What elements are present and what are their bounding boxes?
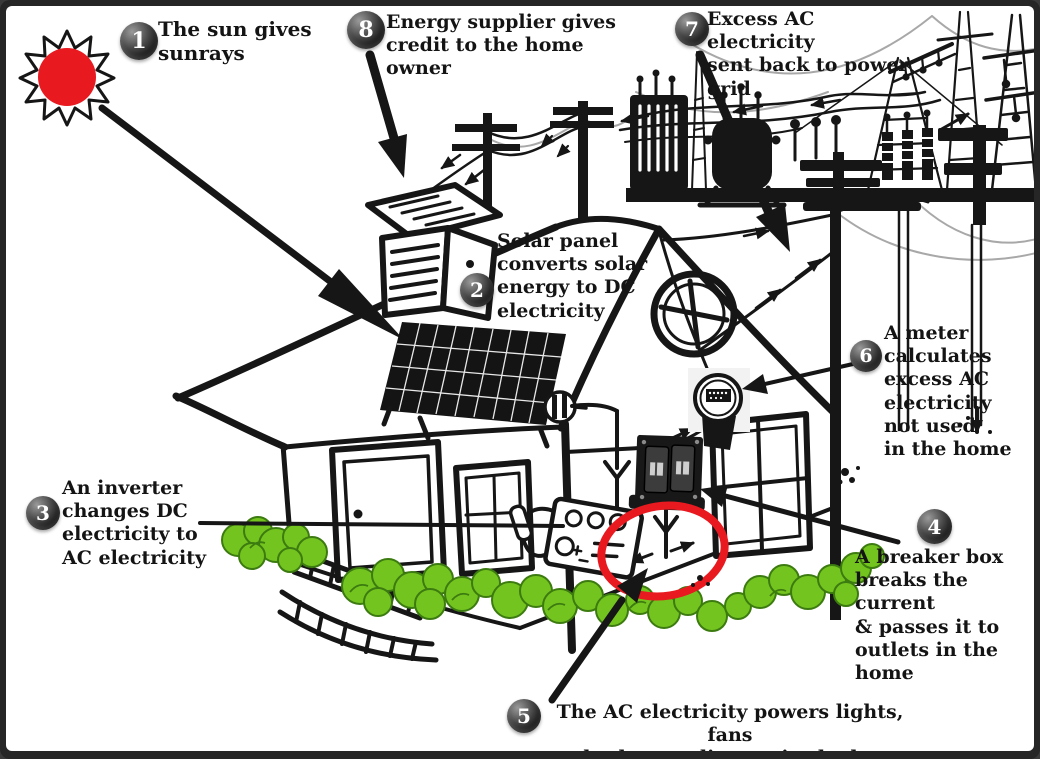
- step-label-6: A meter calculates excess AC electricity…: [884, 322, 1012, 460]
- power-grid-silhouette: [487, 10, 1034, 261]
- step-number: 4: [927, 514, 942, 539]
- utility-poles: [396, 101, 614, 219]
- step-label-3: An inverter changes DC electricity to AC…: [62, 477, 207, 569]
- side-window-icon: [709, 411, 813, 559]
- step-badge-8: 8: [347, 11, 385, 49]
- step-label-7: Excess AC electricity sent back to power…: [707, 8, 909, 100]
- step-badge-6: 6: [850, 340, 882, 372]
- step-number: 7: [685, 17, 699, 41]
- step-label-2: Solar panel converts solar energy to DC …: [497, 230, 648, 322]
- step-label-8: Energy supplier gives credit to the home…: [386, 11, 616, 80]
- breaker-box-icon: [628, 434, 705, 512]
- ink-splatters: [691, 416, 992, 587]
- solar-energy-illustration: [18, 10, 1034, 704]
- solar-panel-icon: [380, 322, 566, 449]
- step-number: 1: [131, 28, 147, 54]
- step-label-4: A breaker box breaks the current & passe…: [855, 546, 1004, 684]
- step-badge-7: 7: [675, 12, 709, 46]
- meter-icon: [688, 368, 750, 450]
- step-number: 5: [517, 704, 531, 728]
- transformer-icon: [630, 69, 688, 190]
- bushes: [221, 516, 885, 632]
- sun-ray-arrow: [98, 104, 404, 340]
- step-badge-3: 3: [26, 496, 60, 530]
- diagram-canvas: 1 The sun gives sunrays 2 Solar panel co…: [6, 6, 1034, 751]
- step-number: 6: [859, 345, 873, 367]
- step-number: 8: [358, 17, 374, 43]
- step-badge-4: 4: [917, 509, 952, 544]
- step-number: 2: [470, 278, 484, 302]
- step-number: 3: [36, 501, 50, 525]
- step-badge-5: 5: [507, 699, 541, 733]
- step-connector-arrows: [198, 50, 901, 704]
- step-badge-2: 2: [460, 273, 494, 307]
- highlight-ellipse: [597, 501, 729, 601]
- sun-icon: [18, 29, 116, 127]
- front-window-icon: [453, 459, 535, 577]
- step-label-5: The AC electricity powers lights, fans a…: [551, 701, 909, 751]
- step-badge-1: 1: [120, 22, 158, 60]
- service-pole: [657, 196, 983, 620]
- step-label-1: The sun gives sunrays: [158, 17, 312, 66]
- round-window-icon: [650, 270, 738, 358]
